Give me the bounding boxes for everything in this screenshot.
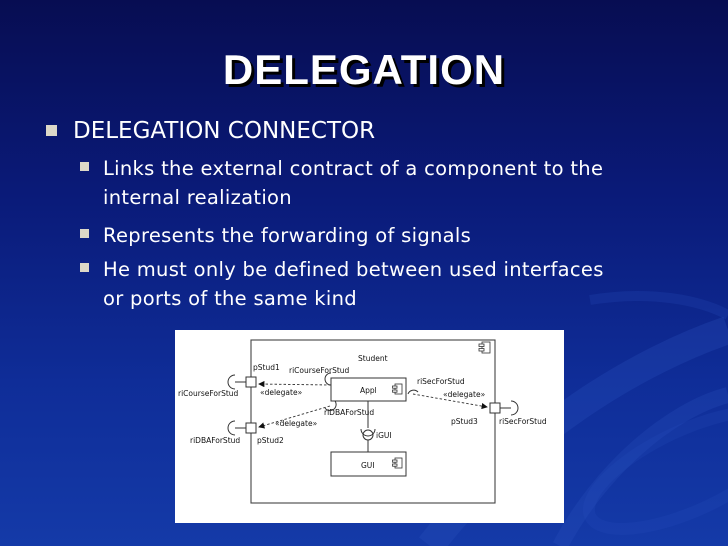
socket-icon: [510, 400, 519, 416]
sub-bullet-links: Links the external contract of a compone…: [103, 154, 693, 212]
component-icon: [478, 341, 491, 354]
bullet-delegation-connector: DELEGATION CONNECTOR: [73, 118, 376, 144]
student-component-box: [250, 339, 496, 504]
socket-icon: [227, 374, 236, 390]
bullet-square-icon: [46, 125, 57, 136]
gui-part-label: GUI: [361, 461, 375, 470]
component-icon: [392, 457, 403, 469]
port-pstud3: [489, 402, 501, 414]
delegate-arrow-dba: [258, 405, 331, 429]
socket-icon: [407, 389, 419, 395]
port-pstud2-label: pStud2: [257, 436, 284, 445]
delegate-arrow-sec: [412, 393, 488, 410]
igui-label: iGUI: [376, 431, 392, 440]
port-pstud1-label: pStud1: [253, 363, 280, 372]
ri-dba-inner-label: riDBAForStud: [324, 408, 374, 417]
port-pstud2: [245, 422, 257, 434]
socket-icon: [324, 400, 337, 412]
bullet-square-icon: [80, 162, 89, 171]
delegate-arrow-course: [258, 380, 332, 388]
delegate-label-dba: «delegate»: [275, 419, 318, 428]
sub-bullet-line: internal realization: [103, 186, 292, 209]
ri-sec-outer-label: riSecForStud: [499, 417, 547, 426]
delegate-label-course: «delegate»: [260, 388, 303, 397]
delegate-label-sec: «delegate»: [443, 390, 486, 399]
ri-course-inner-label: riCourseForStud: [289, 366, 350, 375]
bullet-square-icon: [80, 229, 89, 238]
bullet-square-icon: [80, 263, 89, 272]
uml-delegation-diagram: Student Appl GUI iGUI pStud1: [175, 330, 564, 523]
sub-bullet-line: Represents the forwarding of signals: [103, 224, 472, 247]
slide-title: DELEGATION: [222, 46, 506, 93]
student-component-label: Student: [358, 354, 388, 363]
port-pstud1: [245, 376, 257, 388]
sub-bullet-must-only: He must only be defined between used int…: [103, 255, 693, 313]
ri-dba-outer-label: riDBAForStud: [190, 436, 240, 445]
sub-bullet-line: He must only be defined between used int…: [103, 258, 604, 281]
sub-bullet-line: or ports of the same kind: [103, 287, 357, 310]
socket-icon: [227, 420, 236, 436]
port-pstud3-label: pStud3: [451, 417, 478, 426]
sub-bullet-line: Links the external contract of a compone…: [103, 157, 604, 180]
appl-part-label: Appl: [360, 386, 377, 395]
igui-socket: [360, 428, 376, 437]
sub-bullet-represents: Represents the forwarding of signals: [103, 221, 693, 250]
ri-sec-inner-label: riSecForStud: [417, 377, 465, 386]
ri-course-outer-label: riCourseForStud: [178, 389, 239, 398]
component-icon: [392, 383, 403, 395]
